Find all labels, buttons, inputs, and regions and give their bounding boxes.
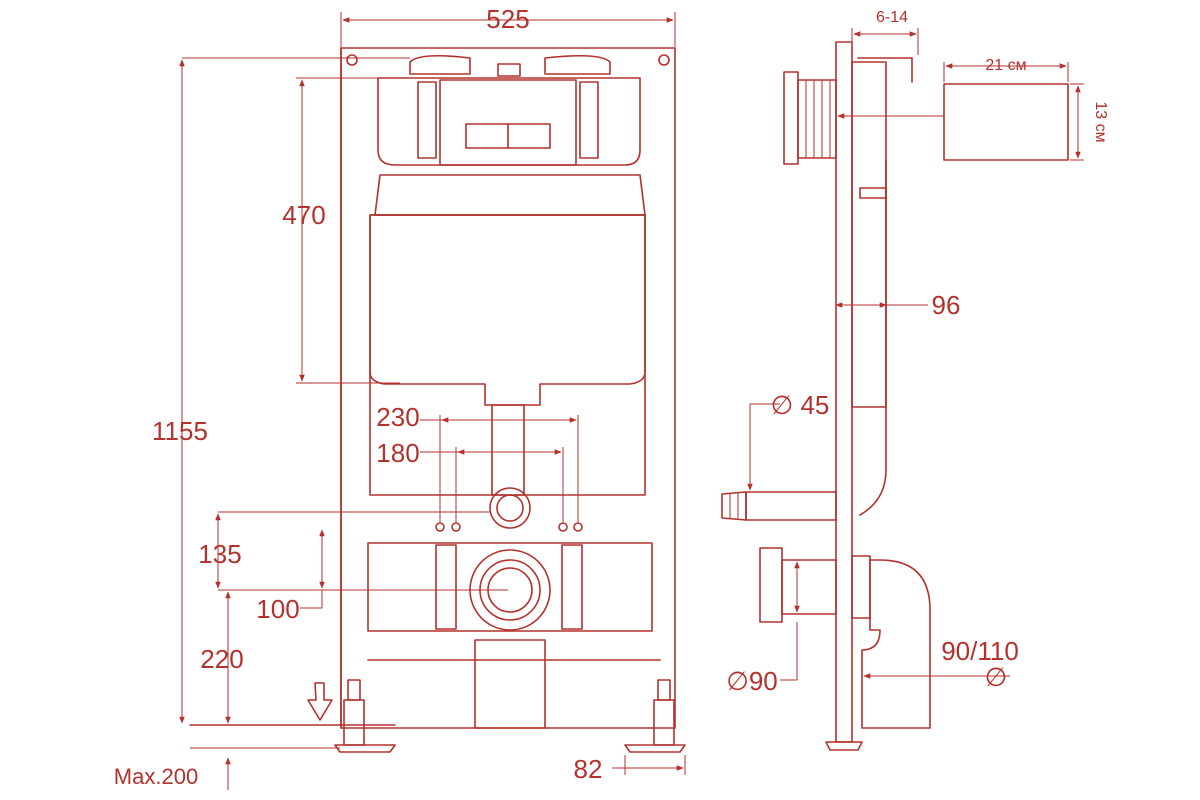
dim-foot-width: 82 bbox=[574, 754, 603, 784]
dim-plate-width: 21 см bbox=[985, 57, 1026, 74]
dim-outlet-height: 220 bbox=[200, 644, 243, 674]
frame-outline bbox=[340, 47, 676, 729]
side-upright bbox=[835, 41, 853, 743]
cistern-top bbox=[377, 77, 641, 166]
outlet-pipe-side bbox=[759, 547, 783, 623]
dim-frame-depth: 96 bbox=[932, 290, 961, 320]
dim-outlet-offset: 100 bbox=[256, 594, 299, 624]
leg-left bbox=[343, 699, 365, 746]
drain-collar bbox=[851, 555, 871, 619]
connector-icon bbox=[558, 522, 568, 532]
connector-icon bbox=[451, 522, 461, 532]
dim-drain-diameter: 90/110 bbox=[941, 636, 1019, 666]
dim-drain-symbol: ∅ bbox=[985, 662, 1008, 692]
dim-leg-extension: Max.200 bbox=[114, 764, 198, 789]
front-dimensions: 525 1155 470 230 180 135 100 2 bbox=[114, 4, 686, 790]
flush-plate-detail bbox=[943, 83, 1069, 161]
dim-plate-height: 13 см bbox=[1092, 101, 1109, 142]
side-dimensions: 6-14 21 см 13 см 96 ∅ 45 ∅90 90/110 ∅ bbox=[726, 9, 1109, 696]
dim-inlet-outer: 230 bbox=[376, 402, 419, 432]
mount-hole-icon bbox=[346, 54, 358, 66]
floor-level-icon bbox=[307, 682, 333, 721]
lower-bracket bbox=[367, 542, 653, 632]
side-view bbox=[721, 41, 931, 751]
mount-hole-icon bbox=[658, 54, 670, 66]
dim-width-top: 525 bbox=[486, 4, 529, 34]
flush-button-side bbox=[783, 71, 799, 165]
connector-icon bbox=[435, 522, 445, 532]
cistern-side bbox=[851, 61, 887, 408]
leg-right bbox=[653, 699, 675, 746]
dim-wall-thickness: 6-14 bbox=[876, 9, 908, 26]
dim-inlet-height: 135 bbox=[198, 539, 241, 569]
flush-opening bbox=[439, 79, 577, 166]
cistern-body bbox=[369, 214, 646, 406]
drain-pipe bbox=[474, 639, 546, 729]
foot-right bbox=[624, 744, 686, 753]
dim-pipe-diameter: ∅90 bbox=[726, 666, 778, 696]
connector-icon bbox=[573, 522, 583, 532]
inlet-pipe-side bbox=[745, 491, 837, 521]
foot-left bbox=[334, 744, 396, 753]
dim-inlet-inner: 180 bbox=[376, 438, 419, 468]
dim-total-height: 1155 bbox=[152, 416, 208, 446]
dim-tank-height: 470 bbox=[282, 200, 325, 230]
dim-inlet-diameter: ∅ 45 bbox=[771, 390, 830, 420]
drain-elbow bbox=[861, 559, 931, 729]
inlet-ring bbox=[489, 487, 531, 529]
front-view bbox=[189, 47, 686, 753]
